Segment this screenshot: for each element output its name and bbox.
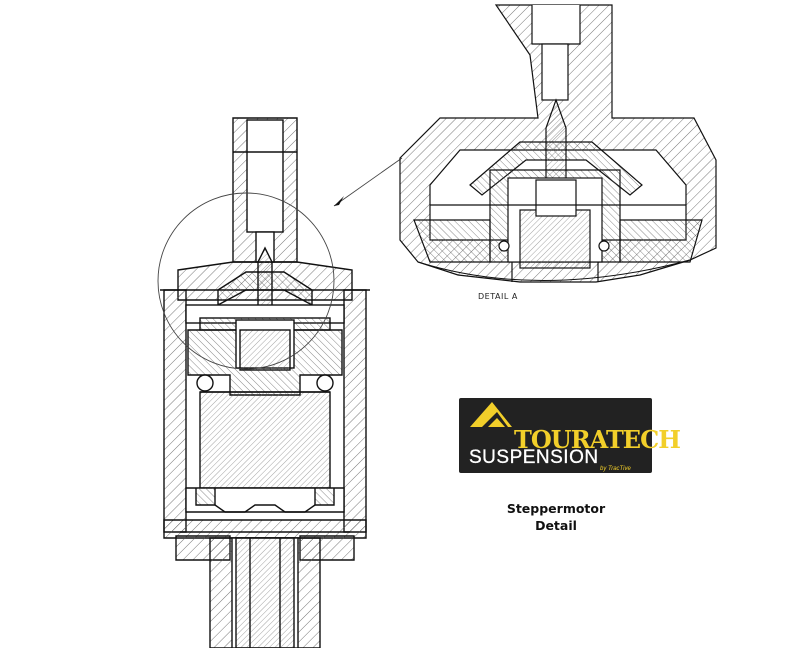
main-section (160, 117, 370, 648)
housing-left-wall (163, 289, 187, 533)
detail-a (399, 4, 717, 283)
housing-right-wall (343, 289, 367, 533)
arrowhead (334, 196, 344, 206)
o-ring-left (196, 374, 214, 392)
caption-line-1: Steppermotor (506, 501, 606, 516)
detail-circle (157, 192, 335, 370)
rotor (199, 391, 331, 489)
detail-leader (333, 157, 403, 207)
o-ring-right (316, 374, 334, 392)
caption: Steppermotor Detail (476, 500, 636, 534)
caption-line-2: Detail (535, 518, 577, 533)
logo-graphics (459, 398, 652, 473)
detail-a-label: DETAIL A (478, 292, 518, 301)
stem-bore (246, 119, 284, 233)
bottom-wall (163, 519, 367, 539)
